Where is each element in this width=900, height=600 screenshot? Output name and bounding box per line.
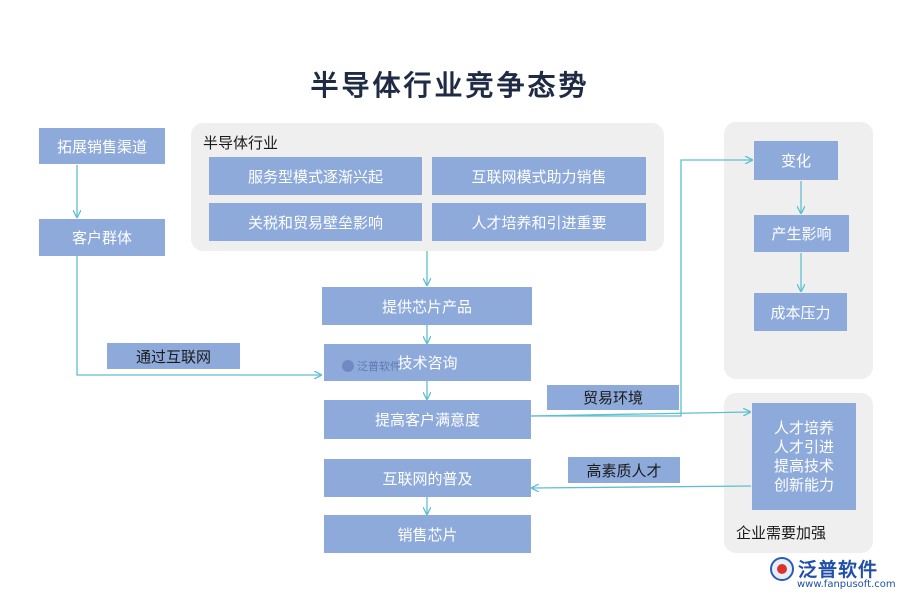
right-node-impact: 产生影响 — [754, 215, 849, 252]
right-node-cost-pressure: 成本压力 — [754, 293, 847, 331]
edge-label-via-internet: 通过互联网 — [107, 343, 240, 369]
need-talent-introduction: 人才引进 — [773, 437, 834, 456]
right-node-change: 变化 — [754, 141, 838, 180]
edge-label-high-quality-talent: 高素质人才 — [568, 457, 680, 483]
flow-node-provide-chips: 提供芯片产品 — [322, 287, 532, 325]
brand-logo: 泛普软件 — [770, 555, 878, 582]
arrow-satisfaction-to-talent — [530, 412, 750, 417]
enterprise-needs-box: 人才培养 人才引进 提高技术 创新能力 — [752, 403, 856, 510]
flow-node-tech-consulting: 技术咨询 — [324, 344, 531, 381]
industry-item-service-model: 服务型模式逐渐兴起 — [209, 157, 422, 195]
arrow-talent-to-internet — [532, 486, 752, 488]
need-talent-training: 人才培养 — [773, 418, 834, 437]
watermark-logo-icon — [342, 360, 354, 372]
watermark-small-text: 泛普软件 — [357, 360, 401, 373]
industry-item-tariff: 关税和贸易壁垒影响 — [209, 203, 422, 241]
enterprise-needs-caption: 企业需要加强 — [736, 524, 827, 542]
flow-node-customer-satisfaction: 提高客户满意度 — [324, 400, 531, 439]
customer-groups-node: 客户群体 — [39, 219, 165, 256]
brand-name: 泛普软件 — [798, 559, 879, 581]
industry-item-internet-model: 互联网模式助力销售 — [432, 157, 646, 195]
industry-item-talent: 人才培养和引进重要 — [432, 203, 646, 241]
diagram-title: 半导体行业竞争态势 — [310, 69, 590, 102]
arrow-satisfaction-to-change — [531, 160, 752, 417]
flow-node-sell-chips: 销售芯片 — [324, 515, 531, 553]
brand-url: www.fanpusoft.com — [797, 579, 896, 590]
expand-channels-node: 拓展销售渠道 — [39, 128, 165, 164]
edge-label-trade-environment: 贸易环境 — [547, 385, 679, 410]
need-improve-technology: 提高技术 — [773, 456, 834, 475]
arrow-customers-to-consulting — [76, 256, 321, 375]
flow-node-internet-popularity: 互联网的普及 — [324, 459, 531, 497]
brand-logo-icon — [770, 556, 794, 581]
industry-label: 半导体行业 — [203, 134, 279, 152]
need-innovation-ability: 创新能力 — [773, 475, 834, 494]
watermark-small: 泛普软件 — [342, 358, 401, 374]
